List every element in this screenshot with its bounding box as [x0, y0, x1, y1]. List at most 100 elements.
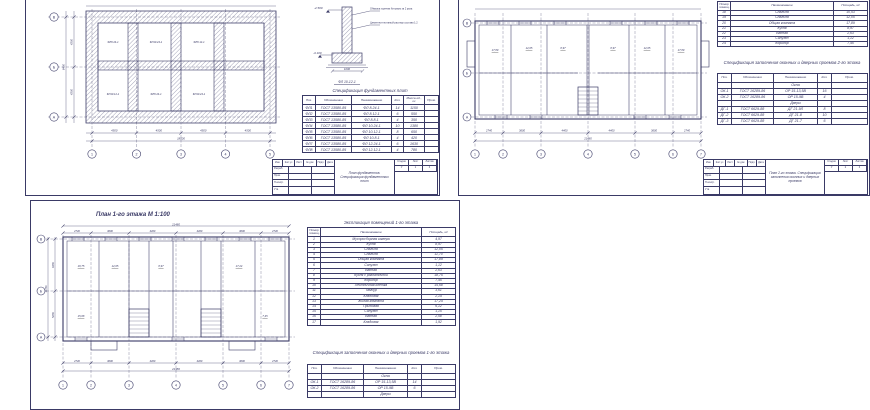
svg-text:2740: 2740	[271, 359, 278, 363]
svg-text:3: 3	[128, 383, 130, 387]
svg-text:17,89: 17,89	[678, 48, 685, 52]
explication-table: Номер помещ. Наименование Площадь, м² 18…	[717, 1, 868, 48]
svg-text:ФЛ10.24-1: ФЛ10.24-1	[150, 40, 163, 44]
dimension-ticks	[473, 131, 703, 143]
foundation-spec-table: Поз. Обозначение Наименование Кол. Масса…	[302, 95, 439, 154]
col-header: Обозначение	[321, 364, 364, 374]
header-row: Поз. Обозначение Наименование Кол. Масса…	[302, 95, 439, 106]
svg-text:2740: 2740	[73, 359, 80, 363]
svg-text:2: 2	[136, 152, 138, 156]
col-header: Обозначение	[315, 95, 352, 106]
svg-text:3600: 3600	[519, 129, 525, 133]
svg-text:4500: 4500	[245, 129, 252, 133]
svg-text:8,97: 8,97	[560, 46, 566, 50]
window-door-spec-title-2: Спецификация заполнения оконных и дверны…	[723, 60, 861, 65]
svg-text:4500: 4500	[111, 129, 118, 133]
col-header: Наименование	[730, 1, 834, 11]
svg-text:В: В	[466, 21, 469, 25]
svg-text:4400: 4400	[150, 359, 156, 363]
doc-title: План 2-го этажа. Спецификация заполнения…	[766, 160, 825, 194]
window-door-spec-2: Поз. Обозначение Наименование Кол. Прим.…	[717, 73, 868, 125]
svg-text:4: 4	[175, 383, 177, 387]
axis-lines	[37, 235, 295, 379]
table-row: ФЛ1 ГОСТ 13580-85 ФЛ 8.24-1 14 1150	[302, 104, 439, 112]
dimension-labels: 4500 4500 4500 4500 18000 4200 4200 8400	[62, 38, 252, 140]
axis-lines	[471, 13, 707, 148]
svg-text:ФЛ10.12-1: ФЛ10.12-1	[107, 92, 120, 96]
page: { "page": {"bg": "#ffffff", "ink": "#3a3…	[25, 0, 870, 410]
svg-text:4400: 4400	[562, 129, 568, 133]
axis-lines	[48, 9, 280, 148]
svg-text:4500: 4500	[156, 129, 163, 133]
svg-text:2740: 2740	[485, 129, 492, 133]
header-row: Номер помещ. Наименование Площадь, м²	[717, 1, 868, 11]
dimension-ticks	[64, 15, 272, 143]
svg-text:21480: 21480	[583, 137, 592, 141]
svg-text:12,05: 12,05	[644, 46, 651, 50]
elevation-label: -3.100	[313, 51, 322, 55]
detail-labels: -2.500 -3.100 Обмазка горячим битумом за…	[313, 6, 418, 84]
dimension-ticks	[46, 224, 291, 373]
col-header: Номер помещ.	[307, 227, 321, 238]
col-header: Номер помещ.	[717, 1, 731, 11]
svg-text:11760: 11760	[44, 285, 48, 293]
col-header: Наименование	[363, 364, 408, 374]
plate-labels: ФЛ8.24-1 ФЛ10.24-1 ФЛ8.12-1 ФЛ10.12-1 ФЛ…	[107, 40, 206, 96]
svg-text:ФЛ8.24-1: ФЛ8.24-1	[150, 92, 162, 96]
doc-title: План фундаментов. Спецификация фундамент…	[335, 160, 395, 194]
svg-text:3600: 3600	[107, 229, 113, 233]
svg-text:1: 1	[62, 383, 64, 387]
svg-text:12,05: 12,05	[526, 46, 533, 50]
axis-bubbles: 1 2 3 4 5 В Б А	[49, 12, 275, 159]
svg-text:8400: 8400	[62, 63, 66, 70]
svg-text:2740: 2740	[73, 229, 80, 233]
svg-text:1: 1	[91, 152, 93, 156]
sheet-foundation-plan: 4500 4500 4500 4500 18000 4200 4200 8400…	[25, 0, 440, 196]
svg-text:17,89: 17,89	[492, 48, 499, 52]
svg-text:3600: 3600	[239, 359, 245, 363]
svg-text:2: 2	[502, 152, 504, 156]
foundation-plan-drawing: 4500 4500 4500 4500 18000 4200 4200 8400…	[48, 5, 280, 159]
svg-text:12,05: 12,05	[112, 264, 119, 268]
header-row: Поз. Обозначение Наименование Кол. Прим.	[307, 364, 456, 374]
svg-text:4400: 4400	[609, 129, 615, 133]
col-header: Поз.	[302, 95, 316, 106]
svg-text:2740: 2740	[683, 129, 690, 133]
col-header: Кол.	[407, 364, 422, 374]
svg-text:6: 6	[260, 383, 262, 387]
svg-text:3: 3	[540, 152, 542, 156]
title-block: Изм. Кол.уч Лист № док. Подп. Дата Разра…	[703, 159, 868, 195]
sheet-first-floor-plan: План 1-го этажа М 1:100	[30, 200, 460, 410]
svg-text:В: В	[53, 15, 56, 19]
svg-text:Б: Б	[40, 289, 43, 293]
svg-text:4: 4	[225, 152, 227, 156]
elevation-label: -2.500	[314, 6, 323, 10]
svg-text:4500: 4500	[200, 129, 207, 133]
svg-text:4400: 4400	[197, 229, 203, 233]
col-header: Площадь, м²	[421, 227, 456, 238]
svg-text:7: 7	[288, 383, 290, 387]
dim-label: 1000	[344, 67, 351, 71]
header-row: Номер помещ. Наименование Площадь, м²	[307, 227, 456, 238]
table-row: 17 Кладовая 1,92	[307, 319, 456, 326]
explication-2nd-floor: Номер помещ. Наименование Площадь, м² 18…	[717, 1, 868, 48]
svg-text:В: В	[40, 237, 43, 241]
svg-text:18,75: 18,75	[78, 264, 85, 268]
svg-text:2: 2	[90, 383, 92, 387]
col-header: Кол.	[391, 95, 404, 106]
svg-text:3600: 3600	[651, 129, 657, 133]
detail-caption: ФЛ 10-12-1	[338, 80, 356, 84]
foundation-spec-title: Спецификация фундаментных плит	[332, 88, 408, 93]
svg-text:5: 5	[634, 152, 636, 156]
detail-geometry	[318, 6, 380, 85]
svg-text:6: 6	[672, 152, 674, 156]
svg-text:3600: 3600	[239, 229, 245, 233]
svg-text:Б: Б	[53, 65, 56, 69]
table-row: ОК-2 ГОСТ 16289-86 ОР 15-9В 4	[717, 94, 868, 101]
svg-text:А: А	[53, 115, 56, 119]
svg-text:4400: 4400	[150, 229, 156, 233]
windows	[71, 237, 282, 341]
col-header: Наименование	[773, 73, 818, 83]
window-door-spec-1: Поз. Обозначение Наименование Кол. Прим.…	[307, 364, 456, 398]
svg-text:8,97: 8,97	[158, 264, 164, 268]
